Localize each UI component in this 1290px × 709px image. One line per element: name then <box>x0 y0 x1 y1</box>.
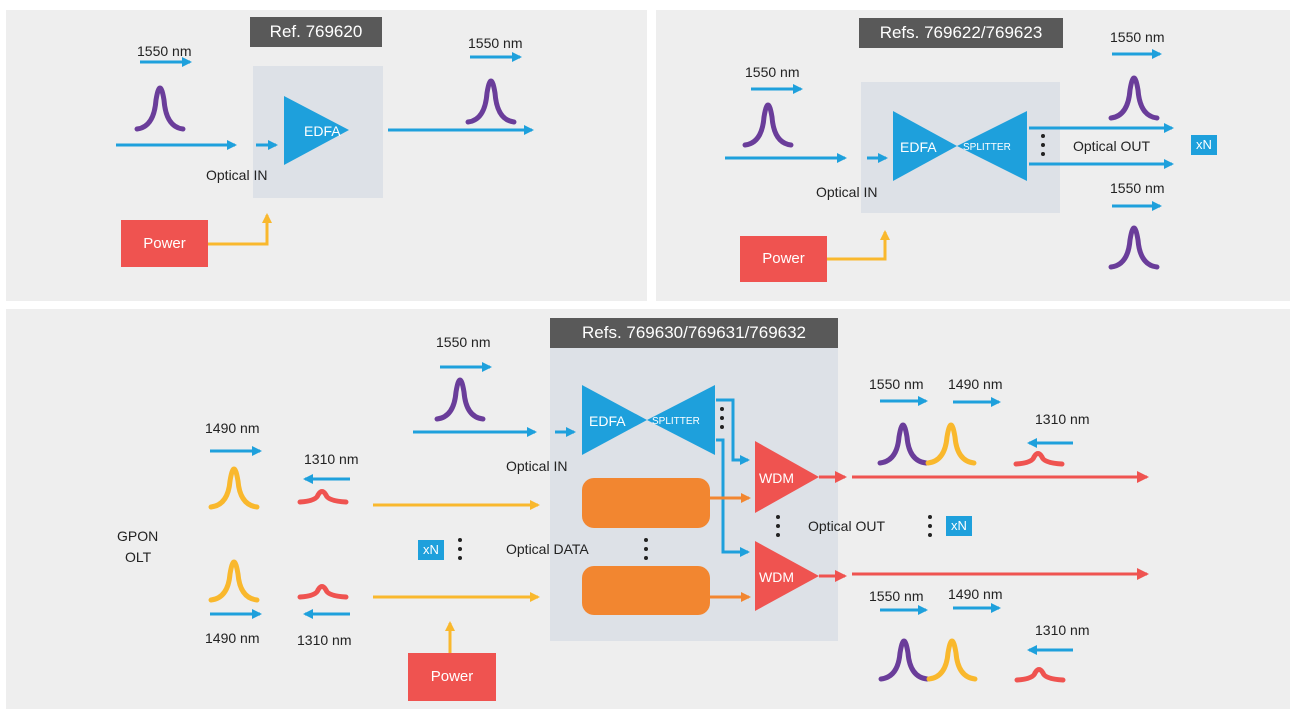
split-to-wdm-top <box>716 398 750 465</box>
optical-in-label-p1: Optical IN <box>206 167 268 183</box>
wl-label-in-p2: 1550 nm <box>745 64 800 80</box>
wdm-top-label: WDM <box>759 470 794 486</box>
split-to-wdm-bottom <box>716 438 750 557</box>
dot-p3-left-b <box>458 547 462 551</box>
ref-label-panel3: Refs. 769630/769631/769632 <box>550 318 838 348</box>
ref-label-panel1: Ref. 769620 <box>250 17 382 47</box>
dot-p3-center-b <box>644 547 648 551</box>
wl-label-out-bottom-p2: 1550 nm <box>1110 180 1165 196</box>
power-line-p2 <box>827 230 890 261</box>
peak-1550-in-p1 <box>134 85 186 132</box>
power-line-p1 <box>208 213 272 246</box>
peak-1490-top-left <box>208 466 260 510</box>
peak-out-top-1310 <box>1013 451 1065 467</box>
panel3-graphics: EDFA SPLITTER WDM WDM <box>208 362 1149 683</box>
xn-badge-p2: xN <box>1191 135 1217 155</box>
panel2-graphics: EDFA SPLITTER <box>725 49 1174 270</box>
peak-1310-bottom-left <box>297 584 349 600</box>
optical-out-label-p2: Optical OUT <box>1073 138 1151 154</box>
peak-out-top-1550 <box>877 422 929 466</box>
ref-label-panel2: Refs. 769622/769623 <box>859 18 1063 48</box>
olt-label-line1: GPON <box>117 528 159 544</box>
optical-data-label: Optical DATA <box>506 541 589 557</box>
optical-out-label-p3: Optical OUT <box>808 518 886 534</box>
peak-out-bottom-1490 <box>926 638 978 682</box>
wl-label-out-bottom-1550: 1550 nm <box>869 588 924 604</box>
peak-out-bottom-1310 <box>1014 667 1066 683</box>
edfa-amplifier-p1 <box>284 96 349 165</box>
wl-label-out-bottom-1310: 1310 nm <box>1035 622 1090 638</box>
dot-p2-a <box>1041 134 1045 138</box>
wl-label-out-top-1550: 1550 nm <box>869 376 924 392</box>
edfa-label-p3: EDFA <box>589 413 626 429</box>
edfa-amplifier-p2 <box>893 111 957 181</box>
dot-p3-right-c <box>928 533 932 537</box>
peak-1550-in-p3 <box>434 377 486 422</box>
splitter-label-p3: SPLITTER <box>652 416 700 427</box>
dot-p3-left-c <box>458 556 462 560</box>
dot-p3-right-a <box>928 515 932 519</box>
wl-label-out-bottom-1490: 1490 nm <box>948 586 1003 602</box>
wdm-bottom-label: WDM <box>759 569 794 585</box>
xn-badge-right-p3: xN <box>946 516 972 536</box>
wl-label-1490-top: 1490 nm <box>205 420 260 436</box>
wl-label-in-p1: 1550 nm <box>137 43 192 59</box>
wl-label-out-p1: 1550 nm <box>468 35 523 51</box>
peak-1550-out-top-p2 <box>1108 75 1160 121</box>
wl-label-1310-bottom: 1310 nm <box>297 632 352 648</box>
power-box-panel1: Power <box>121 220 208 267</box>
peak-out-top-1490 <box>925 422 977 466</box>
peak-1490-bottom-left <box>208 559 260 603</box>
peak-1550-out-p1 <box>465 78 517 125</box>
panel1-graphics: EDFA <box>116 52 534 246</box>
dot-p3-split-b <box>720 416 724 420</box>
wdm-top <box>755 441 819 513</box>
optical-data-block-bottom <box>582 566 710 615</box>
peak-1550-out-bottom-p2 <box>1108 225 1160 270</box>
dot-p3-center-c <box>644 556 648 560</box>
dot-p2-b <box>1041 143 1045 147</box>
optical-in-label-p2: Optical IN <box>816 184 878 200</box>
olt-label-line2: OLT <box>125 549 152 565</box>
wl-label-1310-top: 1310 nm <box>304 451 359 467</box>
optical-in-label-p3: Optical IN <box>506 458 568 474</box>
wl-label-out-top-p2: 1550 nm <box>1110 29 1165 45</box>
dot-p3-left-a <box>458 538 462 542</box>
wdm-bottom <box>755 541 819 611</box>
dot-p3-wdm-c <box>776 533 780 537</box>
wl-label-in-p3: 1550 nm <box>436 334 491 350</box>
dot-p3-split-c <box>720 425 724 429</box>
splitter-p3 <box>647 385 715 455</box>
peak-out-bottom-1550 <box>878 638 930 682</box>
power-box-panel3: Power <box>408 653 496 701</box>
power-box-panel2: Power <box>740 236 827 282</box>
splitter-label-p2: SPLITTER <box>963 142 1011 153</box>
edfa-amplifier-p3 <box>582 385 647 455</box>
peak-1550-in-p2 <box>742 102 794 148</box>
wl-label-out-top-1310: 1310 nm <box>1035 411 1090 427</box>
dot-p3-wdm-a <box>776 515 780 519</box>
wl-label-out-top-1490: 1490 nm <box>948 376 1003 392</box>
optical-data-block-top <box>582 478 710 528</box>
dot-p2-c <box>1041 152 1045 156</box>
dot-p3-wdm-b <box>776 524 780 528</box>
edfa-label-p2: EDFA <box>900 139 937 155</box>
dot-p3-split-a <box>720 407 724 411</box>
peak-1310-top-left <box>297 489 349 505</box>
dot-p3-center-a <box>644 538 648 542</box>
edfa-label-p1: EDFA <box>304 123 341 139</box>
dot-p3-right-b <box>928 524 932 528</box>
xn-badge-left-p3: xN <box>418 540 444 560</box>
wl-label-1490-bottom: 1490 nm <box>205 630 260 646</box>
splitter-p2 <box>957 111 1027 181</box>
